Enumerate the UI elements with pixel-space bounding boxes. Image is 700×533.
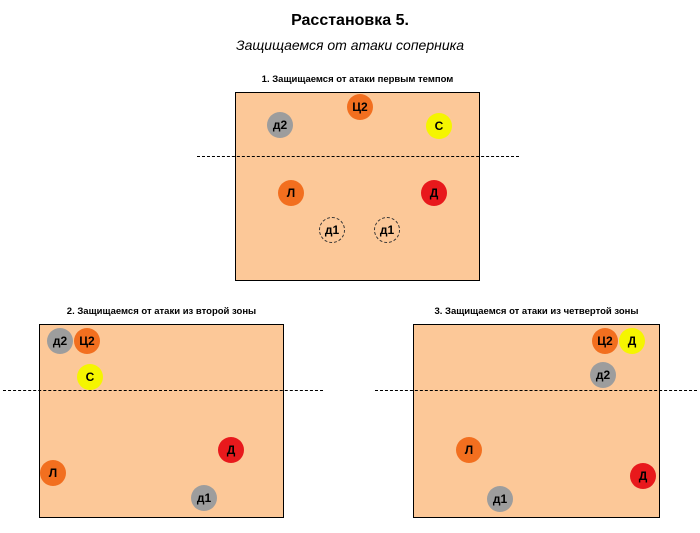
panel-1-net (197, 156, 519, 157)
panel-1-player-s: С (426, 113, 452, 139)
panel-3-player-l: Л (456, 437, 482, 463)
panel-3-court (413, 324, 660, 518)
panel-2-title: 2. Защищаемся от атаки из второй зоны (66, 306, 257, 317)
panel-2-court (39, 324, 284, 518)
panel-3-player-c2: Ц2 (592, 328, 618, 354)
panel-3-player-d2: д2 (590, 362, 616, 388)
panel-2-player-d: Д (218, 437, 244, 463)
panel-1-player-d: Д (421, 180, 447, 206)
panel-1-title: 1. Защищаемся от атаки первым темпом (261, 74, 454, 85)
panel-1-player-d1-ghost-right: д1 (374, 217, 400, 243)
panel-3-net (375, 390, 697, 391)
panel-3-player-d1: д1 (487, 486, 513, 512)
panel-1-player-c2: Ц2 (347, 94, 373, 120)
panel-3-player-d-yellow: Д (619, 328, 645, 354)
panel-3-title: 3. Защищаемся от атаки из четвертой зоны (434, 306, 639, 317)
page-title: Расстановка 5. (291, 12, 409, 29)
panel-2-player-s: С (77, 364, 103, 390)
panel-1-player-d2: д2 (267, 112, 293, 138)
page-subtitle: Защищаемся от атаки соперника (235, 37, 465, 53)
panel-1-player-d1-ghost-left: д1 (319, 217, 345, 243)
panel-2-player-l: Л (40, 460, 66, 486)
panel-2-player-d1: д1 (191, 485, 217, 511)
panel-1-player-l: Л (278, 180, 304, 206)
panel-2-player-c2: Ц2 (74, 328, 100, 354)
panel-3-player-d-red: Д (630, 463, 656, 489)
panel-2-net (3, 390, 323, 391)
panel-2-player-d2: д2 (47, 328, 73, 354)
